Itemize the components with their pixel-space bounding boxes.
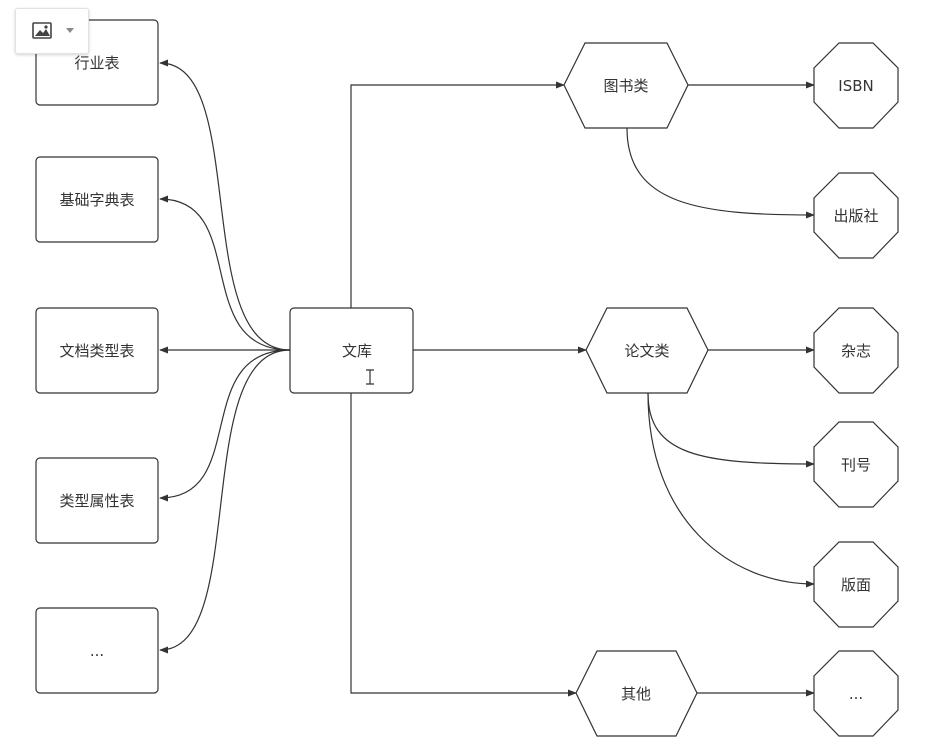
node-label: 基础字典表: [59, 191, 134, 209]
node-label: 论文类: [624, 342, 669, 360]
node-label: 刊号: [841, 456, 871, 474]
text-cursor-icon: [366, 369, 374, 385]
connectors-categories: [350, 81, 587, 697]
edge-books-to-publisher: [626, 127, 815, 219]
node-page-layout[interactable]: 版面: [813, 541, 899, 628]
image-toolbar-button[interactable]: [15, 8, 89, 54]
edge-center-to-left-1: [159, 59, 291, 351]
node-label: 杂志: [841, 342, 871, 360]
attribute-nodes: ISBN 出版社 杂志 刊号 版面 ...: [813, 42, 899, 737]
connectors-attributes: [626, 81, 815, 697]
caret-down-icon[interactable]: [66, 28, 74, 33]
node-label: 行业表: [74, 54, 119, 72]
node-basic-dictionary-table[interactable]: 基础字典表: [35, 156, 159, 243]
node-label: 版面: [841, 576, 871, 594]
node-library[interactable]: 文库: [289, 307, 414, 394]
edge-center-to-books: [350, 81, 565, 308]
connectors-left: [159, 59, 291, 654]
node-books-category[interactable]: 图书类: [563, 42, 689, 129]
edge-center-to-left-4: [159, 349, 291, 502]
edge-center-to-other: [350, 393, 577, 697]
node-other-category[interactable]: 其他: [575, 650, 698, 737]
node-label: ...: [849, 685, 863, 703]
node-more-tables[interactable]: ...: [35, 607, 159, 694]
left-table-nodes: 行业表 基础字典表 文档类型表 类型属性表 ...: [35, 19, 159, 694]
edge-center-to-left-2: [159, 195, 291, 351]
node-label: 类型属性表: [59, 492, 134, 510]
node-issue-number[interactable]: 刊号: [813, 421, 899, 508]
edge-papers-to-issn: [647, 392, 815, 468]
image-icon: [32, 22, 52, 39]
node-label: ISBN: [838, 77, 873, 95]
node-type-attribute-table[interactable]: 类型属性表: [35, 457, 159, 544]
node-label: 图书类: [603, 77, 648, 95]
node-papers-category[interactable]: 论文类: [585, 307, 709, 394]
node-label: 其他: [621, 685, 651, 703]
edge-papers-to-layout: [647, 392, 815, 588]
node-label: ...: [90, 642, 104, 660]
edge-center-to-left-5: [159, 349, 291, 654]
node-isbn[interactable]: ISBN: [813, 42, 899, 129]
category-nodes: 图书类 论文类 其他: [563, 42, 709, 737]
node-more-attributes[interactable]: ...: [813, 650, 899, 737]
node-label: 出版社: [833, 207, 878, 225]
node-magazine[interactable]: 杂志: [813, 307, 899, 394]
node-document-type-table[interactable]: 文档类型表: [35, 307, 159, 394]
node-publisher[interactable]: 出版社: [813, 172, 899, 259]
node-label: 文库: [342, 342, 372, 360]
node-label: 文档类型表: [59, 342, 134, 360]
